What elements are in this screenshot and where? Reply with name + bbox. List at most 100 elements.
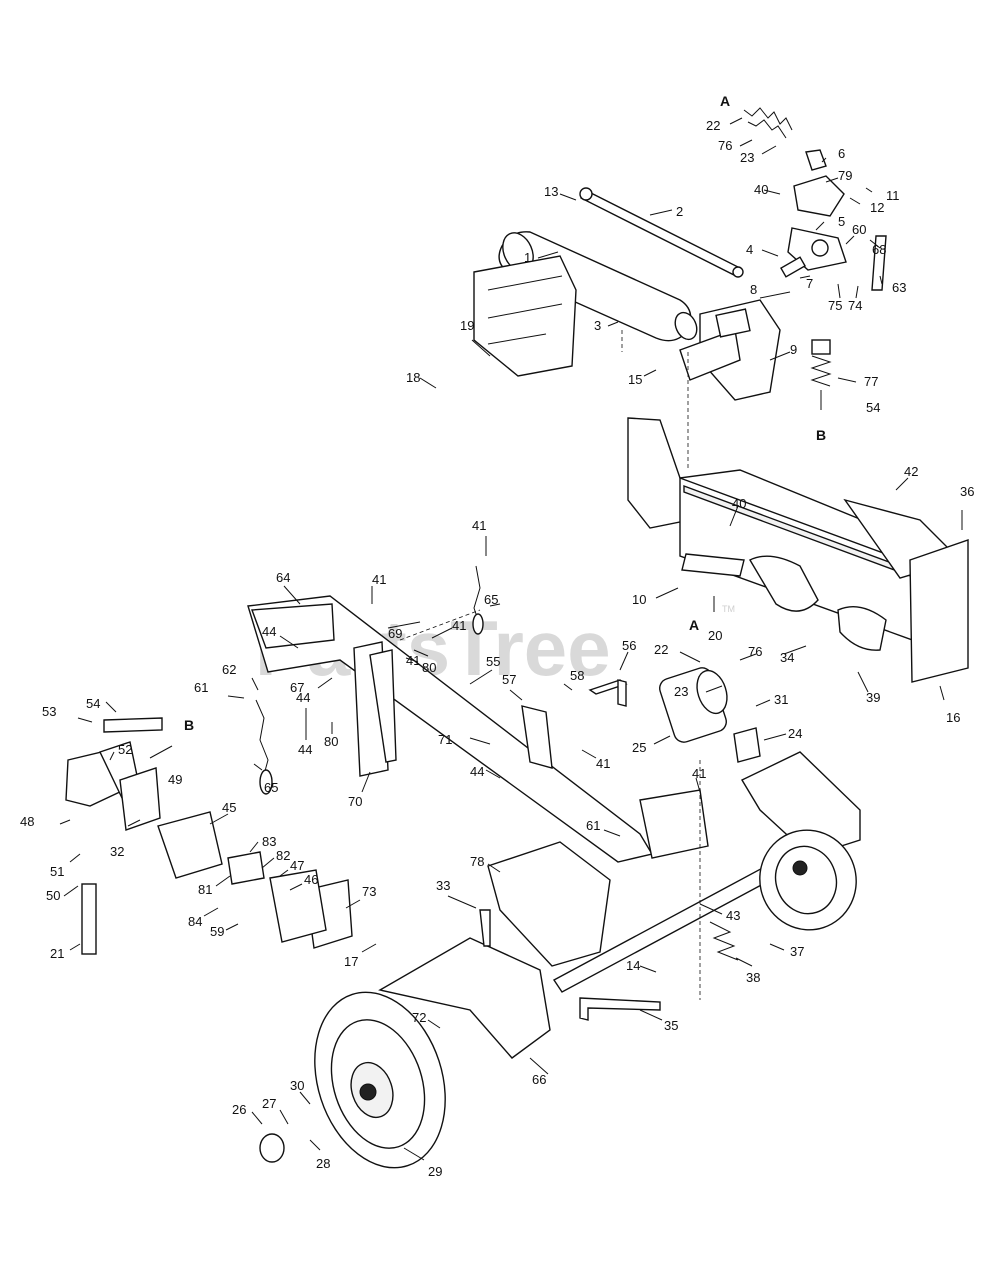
callout-label: 44 bbox=[296, 690, 310, 705]
callout-label: 6 bbox=[838, 146, 845, 161]
beam-plate-20 bbox=[681, 553, 745, 577]
callout-label: 2 bbox=[676, 204, 683, 219]
watermark-trademark: TM bbox=[722, 604, 735, 614]
callout-label: 42 bbox=[904, 464, 918, 479]
callout-label: 36 bbox=[960, 484, 974, 499]
callout-label: 51 bbox=[50, 864, 64, 879]
callout-label: 41 bbox=[596, 756, 610, 771]
callout-label: 3 bbox=[594, 318, 601, 333]
callout-label: 18 bbox=[406, 370, 420, 385]
callout-label: 43 bbox=[726, 908, 740, 923]
callout-label: 82 bbox=[276, 848, 290, 863]
callout-label: 52 bbox=[118, 742, 132, 757]
callout-label: 40 bbox=[732, 496, 746, 511]
callout-label: 41 bbox=[692, 766, 706, 781]
callout-label: 71 bbox=[438, 732, 452, 747]
callout-label: 5 bbox=[838, 214, 845, 229]
callout-label: 41 bbox=[406, 653, 420, 668]
callout-label: 50 bbox=[46, 888, 60, 903]
callout-label: 38 bbox=[746, 970, 760, 985]
handle-56 bbox=[588, 679, 628, 707]
suction-tube-21 bbox=[81, 883, 97, 955]
callout-label: 76 bbox=[748, 644, 762, 659]
elbow-fitting-6 bbox=[805, 149, 827, 171]
callout-label: 33 bbox=[436, 878, 450, 893]
pump-mount-plate-49 bbox=[119, 767, 161, 831]
tire-29 bbox=[314, 991, 446, 1169]
cylinder-lug-19 bbox=[473, 255, 577, 377]
cylinder-mount-bracket bbox=[679, 299, 781, 401]
callout-label: 37 bbox=[790, 944, 804, 959]
callout-label: 11 bbox=[886, 188, 900, 203]
callout-label: 41 bbox=[452, 618, 466, 633]
callout-label: 4 bbox=[746, 242, 753, 257]
callout-label: 55 bbox=[486, 654, 500, 669]
callout-label: 14 bbox=[626, 958, 640, 973]
connection-label-b: B bbox=[184, 717, 194, 733]
connection-labels: A B A B bbox=[184, 93, 826, 733]
callout-label: 83 bbox=[262, 834, 276, 849]
callout-label: 8 bbox=[750, 282, 757, 297]
callout-label: 66 bbox=[532, 1072, 546, 1087]
callout-label: 65 bbox=[264, 780, 278, 795]
callout-label: 53 bbox=[42, 704, 56, 719]
callout-label: 48 bbox=[20, 814, 34, 829]
callout-label: 80 bbox=[422, 660, 436, 675]
callout-label: 73 bbox=[362, 884, 376, 899]
callout-label: 56 bbox=[622, 638, 636, 653]
callout-label: 24 bbox=[788, 726, 802, 741]
callout-label: 76 bbox=[718, 138, 732, 153]
callout-label: 75 bbox=[828, 298, 842, 313]
callout-label: 40 bbox=[754, 182, 768, 197]
callout-label: 25 bbox=[632, 740, 646, 755]
callout-label: 15 bbox=[628, 372, 642, 387]
callout-label: 63 bbox=[892, 280, 906, 295]
assembly-line bbox=[399, 609, 481, 641]
bracket-57 bbox=[521, 705, 553, 769]
callout-label: 17 bbox=[344, 954, 358, 969]
callout-label: 65 bbox=[484, 592, 498, 607]
callout-label: 61 bbox=[586, 818, 600, 833]
control-valve bbox=[780, 227, 847, 278]
tongue-frame bbox=[247, 595, 654, 863]
callout-label: 29 bbox=[428, 1164, 442, 1179]
callout-label: 72 bbox=[412, 1010, 426, 1025]
spring-38 bbox=[709, 921, 739, 961]
callout-label: 26 bbox=[232, 1102, 246, 1117]
fender-66 bbox=[378, 937, 551, 1059]
axle-mount-plate-78 bbox=[487, 841, 611, 967]
fender-right bbox=[741, 751, 861, 857]
callout-label: 78 bbox=[470, 854, 484, 869]
callout-label: 61 bbox=[194, 680, 208, 695]
callout-label: 13 bbox=[544, 184, 558, 199]
callout-label: 34 bbox=[780, 650, 794, 665]
filter-head-24 bbox=[733, 727, 761, 763]
cylinder-hose-tube bbox=[579, 187, 744, 278]
fitting-33 bbox=[479, 909, 491, 947]
callout-label: 60 bbox=[852, 222, 866, 237]
hose-spring-guard-lower bbox=[810, 339, 832, 410]
callout-label: 44 bbox=[262, 624, 276, 639]
callout-label: 59 bbox=[210, 924, 224, 939]
coupler-guard-45 bbox=[157, 811, 223, 879]
callout-label: 81 bbox=[198, 882, 212, 897]
callout-label: 30 bbox=[290, 1078, 304, 1093]
connection-label-a: A bbox=[689, 617, 699, 633]
connection-label-b: B bbox=[816, 427, 826, 443]
leader-lines bbox=[59, 117, 963, 1161]
callout-label: 67 bbox=[290, 680, 304, 695]
callout-label: 12 bbox=[870, 200, 884, 215]
callout-label: 28 bbox=[316, 1156, 330, 1171]
callout-label: 35 bbox=[664, 1018, 678, 1033]
callout-label: 21 bbox=[50, 946, 64, 961]
callout-label: 32 bbox=[110, 844, 124, 859]
callout-label: 20 bbox=[708, 628, 722, 643]
wedge bbox=[749, 555, 887, 651]
bell-housing bbox=[269, 869, 327, 943]
callout-label: 77 bbox=[864, 374, 878, 389]
callout-label: 46 bbox=[304, 872, 318, 887]
callout-label: 74 bbox=[848, 298, 862, 313]
callout-label: 22 bbox=[706, 118, 720, 133]
callout-label: 19 bbox=[460, 318, 474, 333]
end-plate bbox=[909, 539, 969, 683]
